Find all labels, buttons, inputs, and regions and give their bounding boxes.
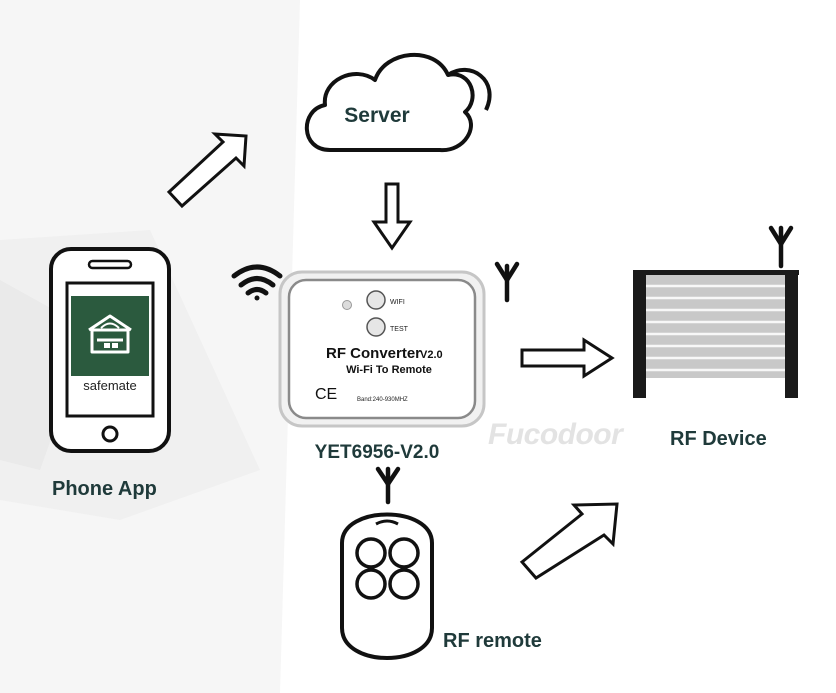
server-cloud-icon: Server xyxy=(304,52,492,153)
phone-app-label: Phone App xyxy=(52,478,157,500)
remote-button-4-icon xyxy=(388,568,420,600)
status-led-icon xyxy=(342,300,352,310)
arrow-remote-to-device xyxy=(519,502,619,580)
remote-button-3-icon xyxy=(355,568,387,600)
brand-watermark: Fucodoor xyxy=(488,418,623,451)
rf-device-shutter-icon xyxy=(633,270,799,398)
converter-antenna-icon xyxy=(494,261,520,303)
rf-device-label: RF Device xyxy=(670,428,767,450)
arrow-converter-to-device xyxy=(520,337,615,379)
safemate-app-tile xyxy=(71,296,149,376)
server-label: Server xyxy=(344,104,409,127)
ce-mark: CE xyxy=(315,386,337,403)
phone-icon: safemate xyxy=(49,247,171,453)
smart-home-icon xyxy=(88,314,132,354)
remote-button-2-icon xyxy=(388,537,420,569)
converter-title: RF Converter xyxy=(326,345,421,362)
arrow-server-to-converter xyxy=(371,182,413,251)
rf-converter-icon: WIFI TEST RF Converter V2.0 Wi-Fi To Rem… xyxy=(278,270,486,428)
wifi-icon xyxy=(231,264,283,301)
arrow-phone-to-server xyxy=(166,132,248,209)
rf-remote-label: RF remote xyxy=(443,630,542,652)
wifi-button-label: WIFI xyxy=(390,299,405,306)
safemate-app-name: safemate xyxy=(83,378,136,393)
converter-model-label: YET6956-V2.0 xyxy=(315,442,440,463)
converter-subtitle: Wi-Fi To Remote xyxy=(346,364,432,376)
rf-remote-icon xyxy=(340,512,434,660)
converter-version: V2.0 xyxy=(420,349,443,361)
band-label: Band:240-930MHZ xyxy=(357,397,408,403)
wifi-button-icon xyxy=(366,290,386,310)
test-button-icon xyxy=(366,317,386,337)
remote-antenna-icon xyxy=(375,466,401,505)
test-button-label: TEST xyxy=(390,326,409,333)
remote-button-1-icon xyxy=(355,537,387,569)
device-antenna-icon xyxy=(768,225,794,269)
